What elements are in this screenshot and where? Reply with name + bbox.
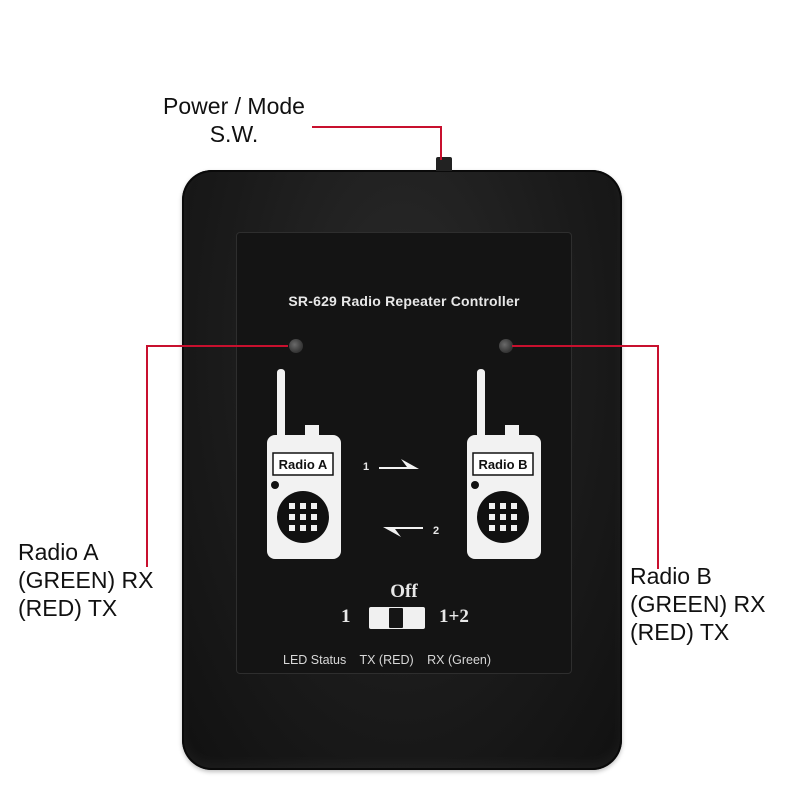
annotation-line: (GREEN) RX bbox=[18, 567, 154, 593]
radio-b-leader-vertical bbox=[657, 345, 659, 569]
led-status-legend: LED Status TX (RED) RX (Green) bbox=[283, 653, 501, 667]
selector-off-label: Off bbox=[390, 581, 418, 602]
panel-title: SR-629 Radio Repeater Controller bbox=[288, 293, 520, 309]
slide-switch-knob[interactable] bbox=[389, 608, 403, 628]
power-leader-horizontal bbox=[312, 126, 442, 128]
annotation-line: Radio B bbox=[630, 563, 712, 589]
radio-b-status-led bbox=[499, 339, 513, 353]
power-mode-switch[interactable] bbox=[436, 157, 452, 171]
radio-handset-icon: Radio A bbox=[267, 369, 341, 559]
annotation-line: Radio A bbox=[18, 539, 99, 565]
annotation-line: (GREEN) RX bbox=[630, 591, 766, 617]
legend-rx: RX (Green) bbox=[427, 653, 492, 667]
radio-a-leader-vertical bbox=[146, 345, 148, 567]
power-leader-vertical bbox=[440, 126, 442, 160]
radio-a-leader-horizontal bbox=[146, 345, 288, 347]
radio-b-leader-horizontal bbox=[512, 345, 658, 347]
selector-1-plus-2-label: 1+2 bbox=[439, 606, 469, 627]
legend-led-status: LED Status bbox=[283, 653, 347, 667]
radio-a-annotation: Radio A (GREEN) RX (RED) TX bbox=[18, 538, 153, 622]
arrow-right-icon bbox=[379, 459, 419, 469]
annotation-line: (RED) TX bbox=[630, 619, 730, 645]
annotation-line: Power / Mode bbox=[163, 93, 305, 119]
selector-1-label: 1 bbox=[341, 606, 351, 627]
radio-b-annotation: Radio B (GREEN) RX (RED) TX bbox=[630, 562, 765, 646]
direction-1-label: 1 bbox=[363, 461, 370, 473]
radio-a-label: Radio A bbox=[279, 457, 328, 472]
direction-2-label: 2 bbox=[433, 525, 440, 537]
arrow-left-icon bbox=[383, 527, 423, 537]
legend-tx: TX (RED) bbox=[359, 653, 414, 667]
radio-a-status-led bbox=[289, 339, 303, 353]
radio-b-label: Radio B bbox=[478, 457, 527, 472]
annotation-line: (RED) TX bbox=[18, 595, 118, 621]
mode-slide-switch[interactable] bbox=[369, 607, 425, 629]
radio-handset-icon: Radio B bbox=[467, 369, 541, 559]
annotation-line: S.W. bbox=[209, 121, 259, 147]
power-mode-switch-annotation: Power / Mode S.W. bbox=[146, 92, 322, 148]
front-panel: SR-629 Radio Repeater Controller Radio A… bbox=[236, 232, 572, 674]
